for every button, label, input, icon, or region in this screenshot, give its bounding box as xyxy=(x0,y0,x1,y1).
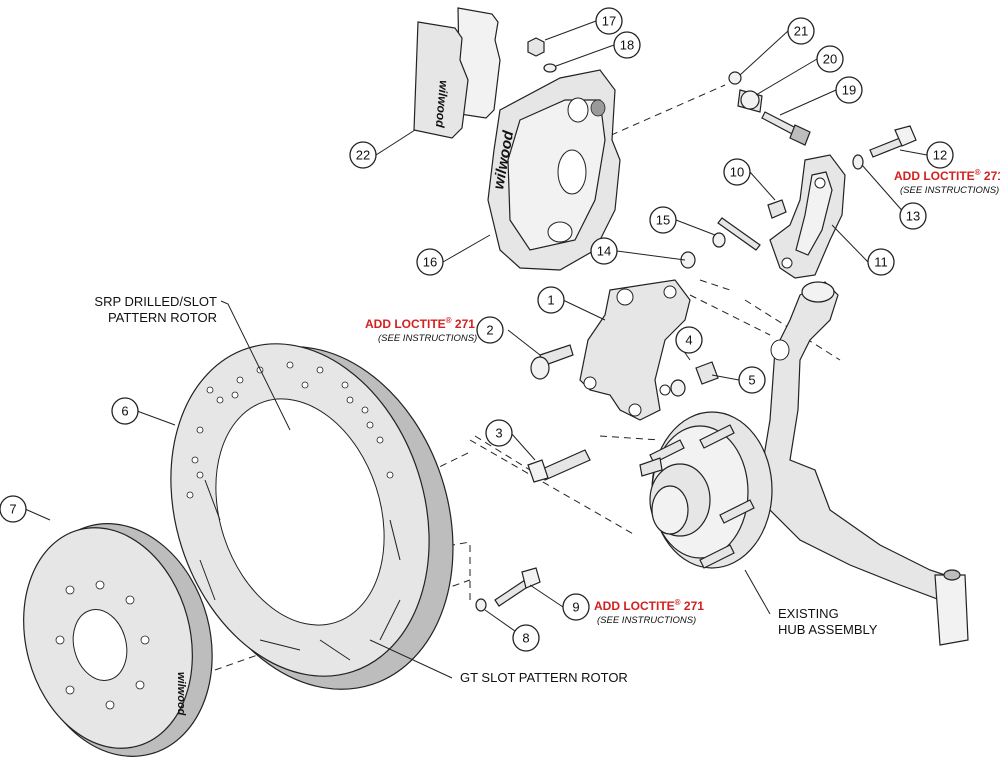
loctite-note-bracket: ADD LOCTITE® 271 (SEE INSTRUCTIONS) xyxy=(365,316,477,344)
stud-and-washers xyxy=(680,217,761,269)
loctite-note-bolt-9: ADD LOCTITE® 271 (SEE INSTRUCTIONS) xyxy=(594,598,704,626)
svg-text:ADD LOCTITE® 271: ADD LOCTITE® 271 xyxy=(365,316,475,331)
mounting-bracket xyxy=(579,279,691,421)
spindle-knuckle xyxy=(759,281,969,646)
caliper-nut-and-washer xyxy=(527,37,557,73)
hat-bolt-holes xyxy=(55,580,150,710)
svg-text:16: 16 xyxy=(423,255,437,270)
pad-rear xyxy=(457,7,501,119)
svg-text:2: 2 xyxy=(486,323,493,338)
svg-text:14: 14 xyxy=(597,244,611,259)
hub-assembly xyxy=(639,411,773,569)
svg-text:10: 10 xyxy=(730,165,744,180)
callout-8: 8 xyxy=(512,624,540,652)
svg-text:11: 11 xyxy=(874,255,888,270)
callout-17: 17 xyxy=(595,7,623,35)
loctite-note-bolt-12: ADD LOCTITE® 271 (SEE INSTRUCTIONS) xyxy=(894,168,1000,196)
callout-12: 12 xyxy=(926,141,954,169)
svg-text:(SEE INSTRUCTIONS): (SEE INSTRUCTIONS) xyxy=(597,615,696,626)
callout-3: 3 xyxy=(485,419,513,447)
brake-pads: wilwood xyxy=(413,7,501,139)
rotor-bolt xyxy=(475,567,541,612)
callout-11: 11 xyxy=(867,248,895,276)
svg-text:12: 12 xyxy=(933,148,947,163)
svg-text:1: 1 xyxy=(547,293,554,308)
svg-text:7: 7 xyxy=(9,502,16,517)
callout-18: 18 xyxy=(613,31,641,59)
callout-16: 16 xyxy=(416,248,444,276)
gt-rotor-label: GT SLOT PATTERN ROTOR xyxy=(460,670,628,685)
bridge-hardware xyxy=(728,71,811,146)
callout-4: 4 xyxy=(675,326,703,354)
callout-21: 21 xyxy=(787,17,815,45)
rotor-hat: wilwood xyxy=(23,523,213,757)
svg-text:9: 9 xyxy=(572,600,579,615)
callout-20: 20 xyxy=(816,45,844,73)
callout-9: 9 xyxy=(562,593,590,621)
svg-text:6: 6 xyxy=(121,404,128,419)
pad-front xyxy=(413,21,469,139)
callout-10: 10 xyxy=(723,158,751,186)
caliper: wilwood xyxy=(487,69,621,271)
svg-text:19: 19 xyxy=(842,83,856,98)
svg-text:8: 8 xyxy=(522,631,529,646)
rotor-drill-holes xyxy=(186,361,394,499)
callout-7: 7 xyxy=(0,495,27,523)
svg-text:17: 17 xyxy=(602,14,616,29)
svg-text:(SEE INSTRUCTIONS): (SEE INSTRUCTIONS) xyxy=(900,185,999,196)
svg-text:21: 21 xyxy=(794,24,808,39)
hat-logo: wilwood xyxy=(175,672,187,716)
svg-text:5: 5 xyxy=(748,373,755,388)
callout-19: 19 xyxy=(835,76,863,104)
svg-text:22: 22 xyxy=(356,148,370,163)
leader-lines xyxy=(24,20,928,679)
svg-text:4: 4 xyxy=(685,333,692,348)
srp-rotor-label-line1: SRP DRILLED/SLOT xyxy=(94,294,217,309)
callout-15: 15 xyxy=(649,206,677,234)
hub-label-line2: HUB ASSEMBLY xyxy=(778,622,878,637)
svg-text:15: 15 xyxy=(656,213,670,228)
svg-text:ADD LOCTITE® 271: ADD LOCTITE® 271 xyxy=(594,598,704,613)
callout-1: 1 xyxy=(537,286,565,314)
callout-2: 2 xyxy=(476,316,504,344)
caliper-bracket xyxy=(767,154,846,279)
svg-text:18: 18 xyxy=(620,38,634,53)
callout-6: 6 xyxy=(111,397,139,425)
bolt-12 xyxy=(852,125,917,170)
svg-text:ADD LOCTITE® 271: ADD LOCTITE® 271 xyxy=(894,168,1000,183)
callout-14: 14 xyxy=(590,237,618,265)
srp-rotor-label-line2: PATTERN ROTOR xyxy=(108,310,217,325)
callout-22: 22 xyxy=(349,141,377,169)
svg-text:20: 20 xyxy=(823,52,837,67)
svg-text:3: 3 xyxy=(495,426,502,441)
rotor-ring xyxy=(170,343,454,690)
svg-text:(SEE INSTRUCTIONS): (SEE INSTRUCTIONS) xyxy=(378,333,477,344)
callout-13: 13 xyxy=(899,202,927,230)
svg-text:13: 13 xyxy=(906,209,920,224)
callout-5: 5 xyxy=(738,366,766,394)
bracket-bolts xyxy=(527,344,719,483)
hub-label-line1: EXISTING xyxy=(778,606,839,621)
rotor-slots xyxy=(199,479,401,661)
pad-logo: wilwood xyxy=(433,80,451,129)
